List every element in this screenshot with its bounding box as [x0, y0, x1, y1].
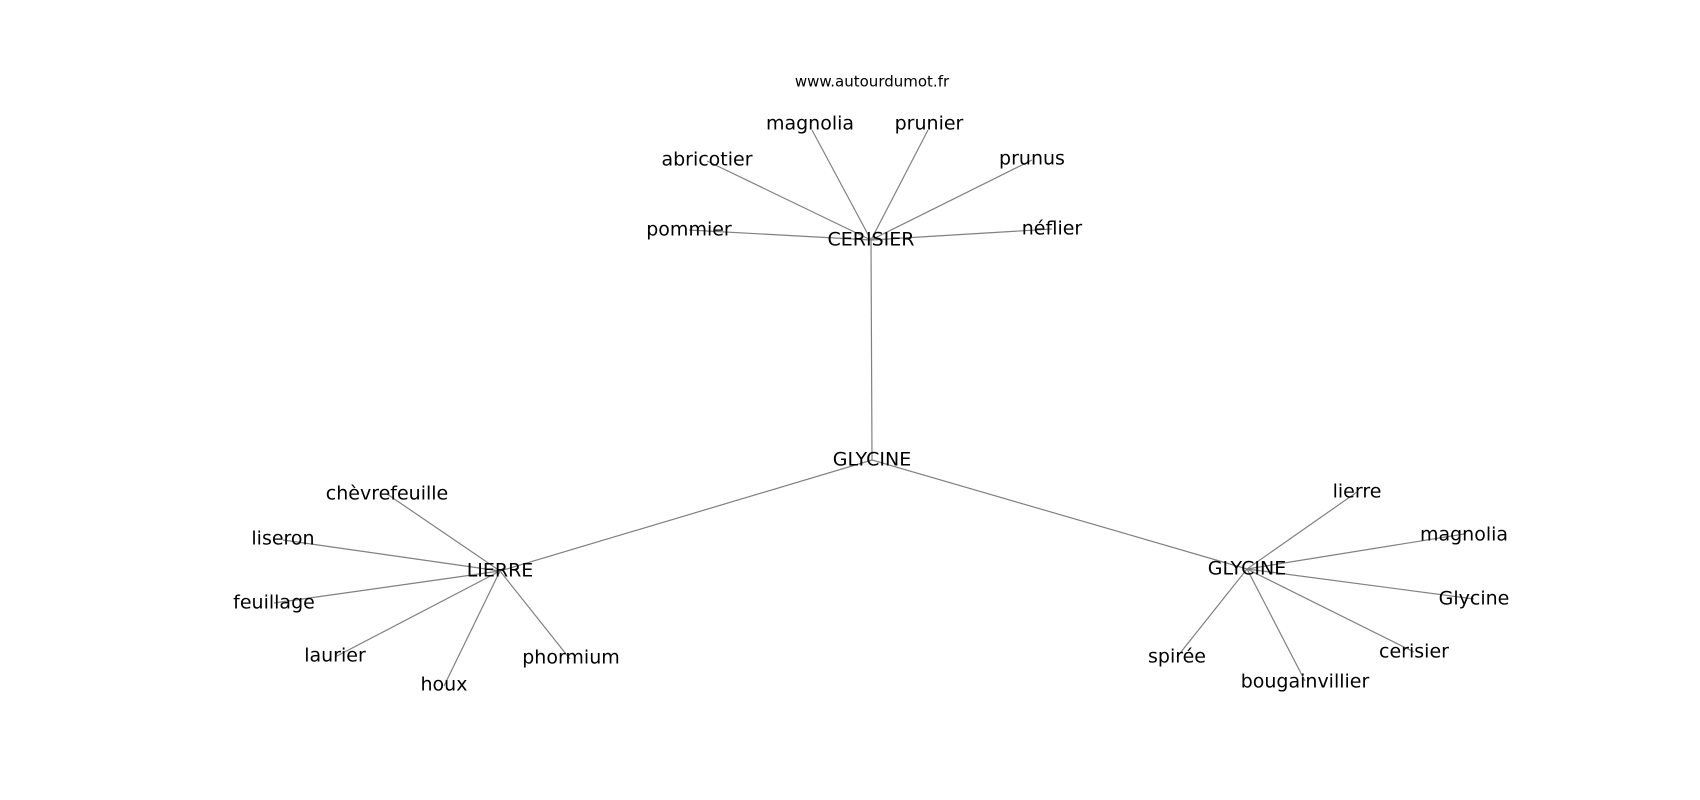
edge-lierre-liseron — [282, 539, 501, 572]
node-feuillage: feuillage — [233, 592, 315, 614]
edge-cerisier-pommier — [688, 229, 872, 241]
edge-lierre-laurier — [334, 570, 501, 658]
node-pommier: pommier — [646, 219, 732, 241]
node-glycine-small: Glycine — [1439, 588, 1510, 610]
edge-cerisier-abricotier — [706, 160, 872, 241]
node-abricotier: abricotier — [661, 149, 752, 171]
node-prunier: prunier — [895, 113, 964, 135]
node-houx: houx — [421, 674, 468, 696]
edge-lierre-phormium — [499, 570, 571, 660]
node-cerisier: CERISIER — [828, 229, 915, 251]
edge-glycine-spiree — [1176, 568, 1248, 658]
edge-cerisier-magnolia — [811, 129, 872, 241]
edge-cerisier-prunus — [870, 159, 1033, 241]
node-magnolia: magnolia — [766, 113, 854, 135]
node-root-glycine: GLYCINE — [833, 449, 911, 471]
node-prunus: prunus — [999, 148, 1065, 170]
node-glycine: GLYCINE — [1208, 558, 1286, 580]
edge-lierre-chevrefeuille — [386, 493, 501, 572]
edge-root-glycine — [871, 459, 1248, 570]
node-labels: GLYCINE CERISIER LIERRE GLYCINE magnolia… — [233, 113, 1509, 696]
edge-root-lierre — [499, 459, 873, 572]
edge-glycine-bougainvillier — [1246, 568, 1306, 682]
node-spiree: spirée — [1148, 646, 1206, 668]
node-lierre-small: lierre — [1333, 481, 1382, 503]
edge-root-cerisier — [870, 239, 873, 461]
edge-lierre-houx — [443, 570, 501, 687]
edge-glycine-glycine — [1246, 568, 1475, 600]
node-bougainvillier: bougainvillier — [1241, 671, 1370, 693]
node-chevrefeuille: chèvrefeuille — [326, 483, 448, 505]
watermark-text: www.autourdumot.fr — [795, 73, 950, 91]
edges — [273, 129, 1475, 687]
node-laurier: laurier — [304, 645, 366, 667]
edge-cerisier-neflier — [870, 228, 1053, 241]
edge-glycine-cerisier — [1246, 568, 1415, 653]
edge-cerisier-prunier — [870, 129, 929, 241]
edge-glycine-magnolia — [1246, 533, 1465, 570]
edge-lierre-feuillage — [273, 570, 501, 604]
node-neflier: néflier — [1022, 218, 1083, 240]
node-cerisier-small: cerisier — [1379, 641, 1449, 663]
node-liseron: liseron — [251, 528, 314, 550]
edge-glycine-lierre — [1246, 491, 1358, 570]
node-phormium: phormium — [522, 647, 620, 669]
node-magnolia-small: magnolia — [1420, 524, 1508, 546]
node-lierre: LIERRE — [467, 560, 534, 582]
